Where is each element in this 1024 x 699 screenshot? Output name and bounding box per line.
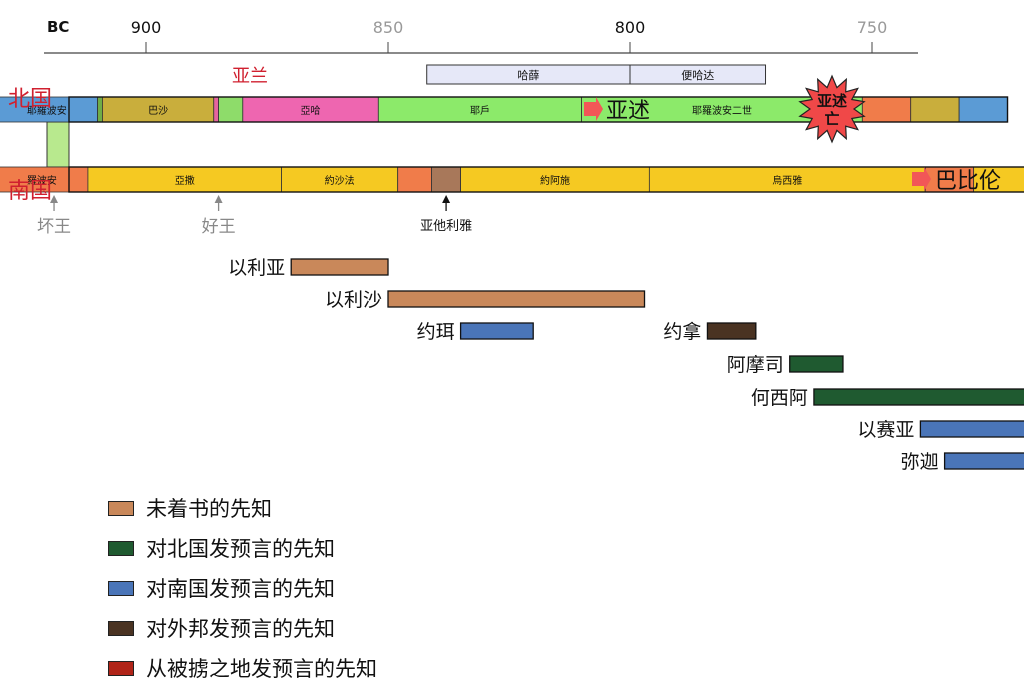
legend-item-nonwriting: 未着书的先知	[108, 488, 377, 528]
legend-item-south: 对南国发预言的先知	[108, 568, 377, 608]
prophet-bar	[813, 388, 1024, 406]
axis-tick-label: 900	[131, 18, 162, 37]
aram-king-label: 便哈达	[681, 69, 714, 82]
annotation-label: 坏王	[37, 217, 71, 237]
prophet-bar	[387, 290, 646, 308]
legend: 未着书的先知 对北国发预言的先知 对南国发预言的先知 对外邦发预言的先知 从被掳…	[108, 488, 377, 688]
south-reign-bar	[973, 166, 1024, 193]
aram-king-label: 哈薛	[517, 69, 539, 82]
north-reign-label: 耶羅波安二世	[692, 104, 752, 117]
south-kingdom-outline	[68, 166, 1024, 193]
north-fate-label: 亚述	[606, 99, 650, 124]
north-kingdom-outline	[68, 96, 1009, 123]
legend-label-south: 对南国发预言的先知	[146, 577, 335, 601]
prophet-label: 以利沙	[325, 289, 382, 311]
south-reign-label: 約阿施	[540, 174, 570, 187]
assyria-fall-burst	[798, 74, 866, 144]
south-reign-label: 烏西雅	[772, 174, 802, 187]
south-reign-label: 羅波安	[27, 174, 57, 187]
south-fate-label: 巴比伦	[935, 169, 1001, 194]
north-reign-bar	[218, 96, 244, 123]
south-kingdom-label: 南国	[8, 179, 52, 204]
north-reign-label: 耶戶	[470, 105, 490, 117]
legend-swatch-south	[108, 580, 134, 596]
prophet-bar	[459, 322, 534, 340]
prophet-label: 阿摩司	[727, 354, 784, 376]
north-reign-bar	[861, 96, 912, 123]
north-reign-bar	[213, 96, 219, 123]
annotation-label: 亚他利雅	[420, 219, 472, 234]
prophet-bar	[943, 452, 1024, 470]
prophet-label: 何西阿	[751, 387, 808, 409]
north-reign-label: 耶羅波安	[27, 104, 67, 117]
legend-swatch-foreign	[108, 620, 134, 636]
south-fate-arrow	[912, 167, 931, 191]
prophet-label: 弥迦	[901, 451, 939, 473]
annotation-label: 好王	[202, 217, 236, 237]
prophet-bar	[789, 355, 844, 373]
south-reign-label: 約沙法	[325, 174, 355, 187]
legend-swatch-exile	[108, 660, 134, 676]
legend-label-north: 对北国发预言的先知	[146, 537, 335, 561]
legend-label-nonwriting: 未着书的先知	[146, 497, 272, 521]
north-reign-bar	[97, 96, 103, 123]
prophet-bar	[919, 420, 1024, 438]
prophet-label: 以赛亚	[857, 419, 914, 441]
legend-swatch-north	[108, 540, 134, 556]
south-reign-bar	[0, 166, 89, 193]
north-reign-label: 亞哈	[301, 104, 321, 117]
legend-item-foreign: 对外邦发预言的先知	[108, 608, 377, 648]
prophet-bar	[290, 258, 389, 276]
assyria-fall-label: 亚述	[817, 92, 847, 110]
south-reign-bar	[431, 166, 461, 193]
prophet-label: 约拿	[663, 320, 701, 343]
south-reign-bar	[460, 166, 650, 193]
division-connector	[46, 121, 70, 168]
annotation-arrow-head	[442, 195, 451, 203]
north-reign-bar	[910, 96, 960, 123]
south-reign-label: 亞撒	[175, 174, 195, 187]
north-fate-arrow	[584, 97, 603, 121]
legend-swatch-nonwriting	[108, 500, 134, 516]
north-reign-label: 巴沙	[148, 105, 168, 117]
legend-item-north: 对北国发预言的先知	[108, 528, 377, 568]
assyria-fall-label-line2: 亡	[824, 110, 839, 128]
axis-tick-label: 750	[857, 18, 888, 37]
axis-bc-label: BC	[47, 18, 69, 36]
prophet-label: 以利亚	[228, 257, 285, 279]
legend-label-exile: 从被掳之地发预言的先知	[146, 657, 377, 681]
south-reign-bar	[87, 166, 282, 193]
prophet-label: 约珥	[417, 321, 455, 343]
aram-king-bar	[629, 64, 767, 85]
aram-label: 亚兰	[232, 66, 268, 87]
north-kingdom-label: 北国	[8, 87, 52, 112]
axis-tick-label: 850	[373, 18, 404, 37]
north-reign-bar	[958, 96, 1008, 123]
prophet-bar	[706, 322, 757, 340]
annotation-arrow-head	[50, 195, 59, 203]
axis-tick-label: 800	[615, 18, 646, 37]
legend-label-foreign: 对外邦发预言的先知	[146, 617, 335, 641]
south-reign-bar	[397, 166, 432, 193]
annotation-arrow-head	[214, 195, 223, 203]
legend-item-exile: 从被掳之地发预言的先知	[108, 648, 377, 688]
